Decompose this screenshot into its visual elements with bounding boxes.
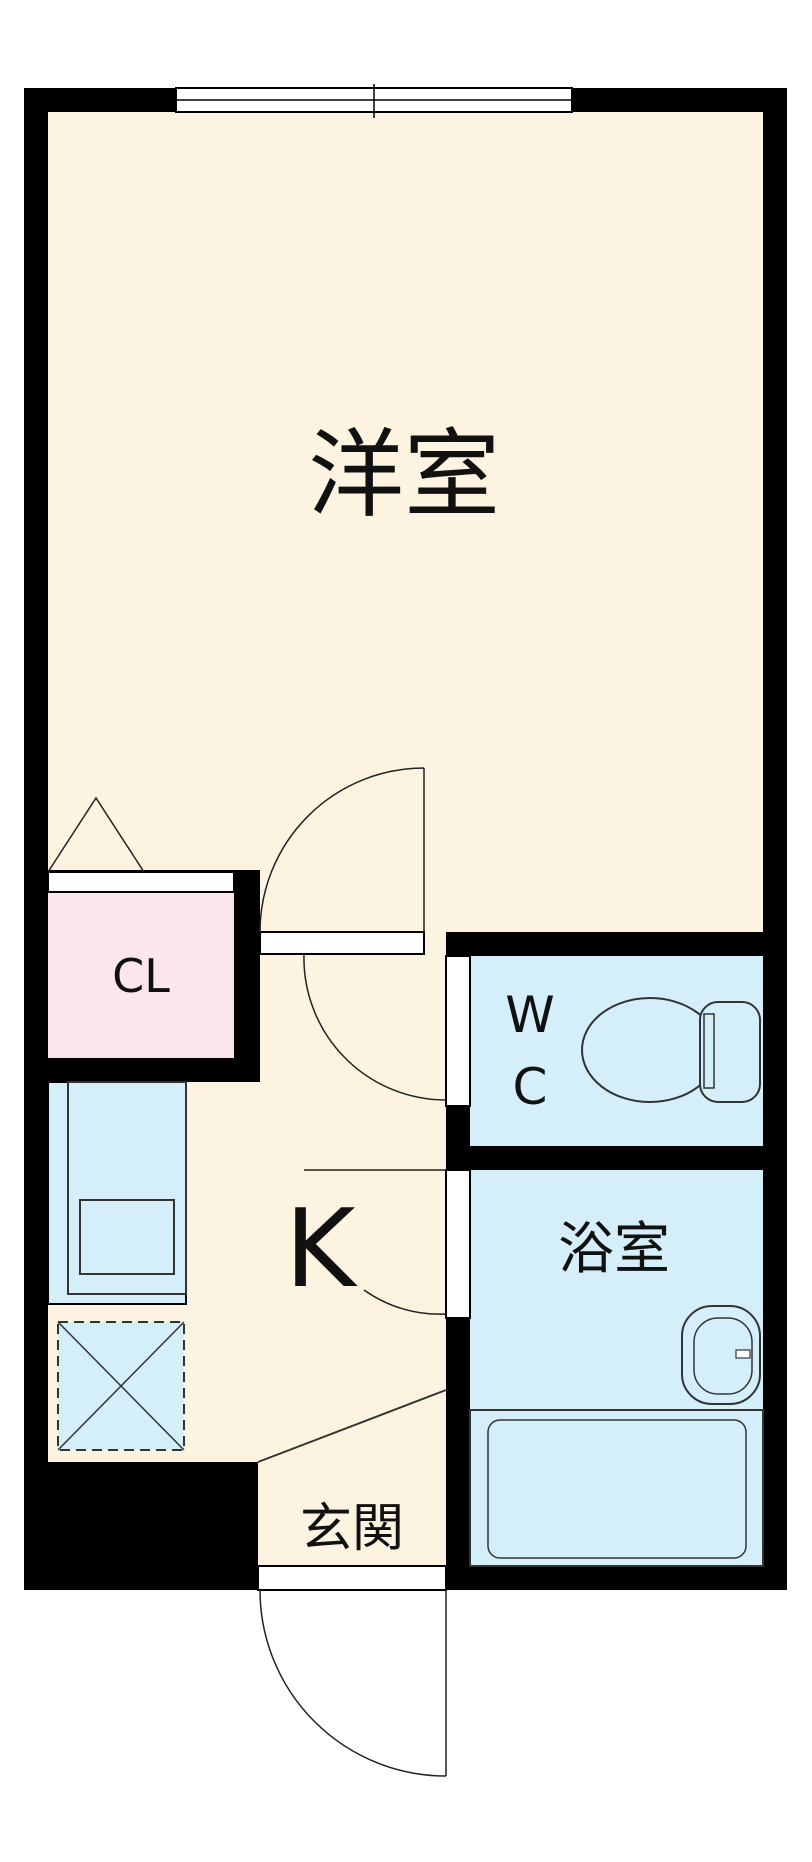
fridge-cross-2: [57, 1321, 185, 1451]
wash-basin: [681, 1305, 761, 1405]
toilet-label-c: C: [513, 1058, 548, 1116]
door-toilet-opening: [445, 955, 471, 1107]
bathtub: [469, 1409, 764, 1567]
door-swing-western: [259, 767, 425, 933]
toilet-bowl: [581, 997, 719, 1103]
kitchen-label: K: [285, 1187, 359, 1312]
closet-door-rail: [47, 871, 235, 893]
entrance-label: 玄関: [300, 1499, 404, 1559]
closet-floor: [48, 892, 234, 1058]
wall-block-bottom-left: [24, 1462, 260, 1590]
toilet-tank-detail: [703, 1013, 715, 1089]
door-bath-opening: [445, 1169, 471, 1319]
wash-basin-inner: [693, 1317, 753, 1395]
door-swing-bath: [304, 1169, 447, 1315]
kitchen-stove: [79, 1199, 175, 1275]
door-swing-entrance: [259, 1589, 447, 1777]
toilet-tank: [699, 1001, 761, 1103]
bathroom-label: 浴室: [558, 1217, 670, 1282]
wash-basin-faucet: [735, 1349, 751, 1359]
door-swing-toilet: [303, 953, 447, 1101]
western-room-floor: [48, 112, 763, 932]
kitchen-sink: [67, 1081, 187, 1295]
entrance-floor: [258, 1462, 446, 1566]
closet-arrow: [47, 796, 145, 873]
bathtub-inner: [487, 1419, 747, 1559]
western-room-label: 洋室: [308, 419, 500, 531]
toilet-label-w: W: [505, 986, 554, 1044]
entrance-step-line: [257, 1389, 447, 1463]
door-western-opening: [259, 931, 425, 955]
closet-label: CL: [112, 949, 170, 1003]
door-entrance-opening: [257, 1565, 447, 1591]
